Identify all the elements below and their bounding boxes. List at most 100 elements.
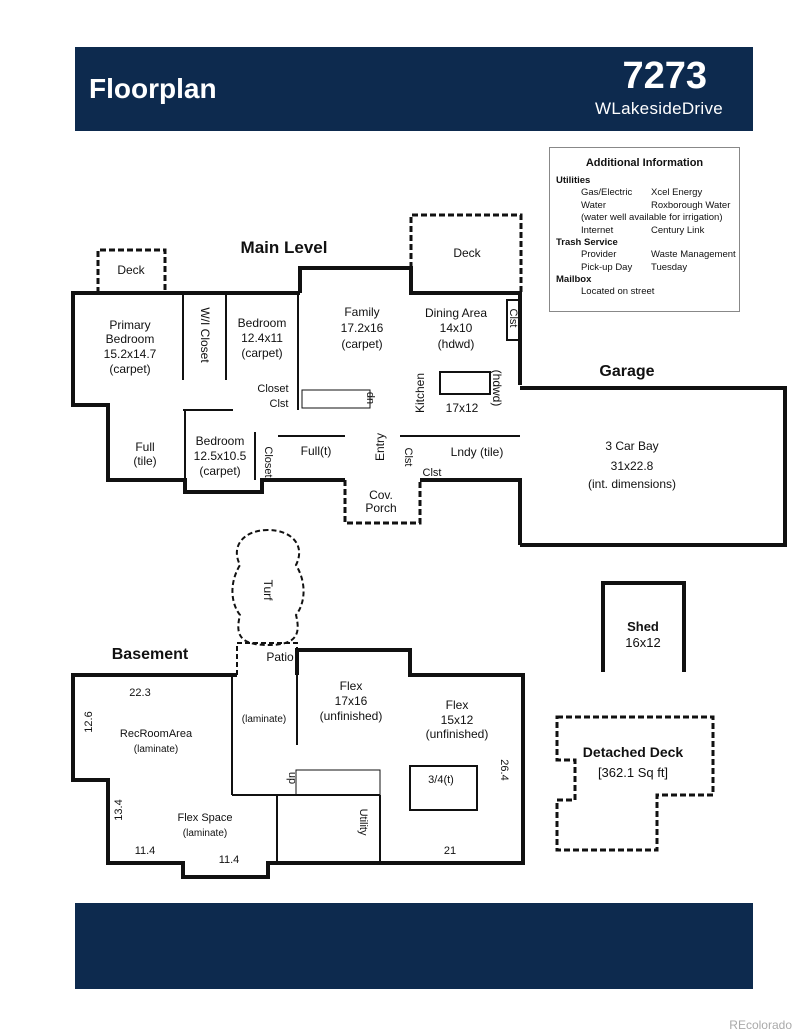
full-bath-label: Full bbox=[135, 440, 154, 454]
header-band: Floorplan 7273 WLakesideDrive bbox=[75, 47, 753, 131]
house-number: 7273 bbox=[622, 55, 707, 97]
full-bath2-label: Full(t) bbox=[301, 444, 332, 458]
mailbox-label: Mailbox bbox=[556, 274, 592, 285]
additional-info-box: Additional Information Utilities Gas/Ele… bbox=[549, 147, 740, 312]
dining-closet-label: Clst bbox=[507, 309, 519, 328]
utilities-label: Utilities bbox=[556, 175, 591, 186]
room-label: Primary bbox=[109, 318, 150, 332]
main-level-heading: Main Level bbox=[241, 238, 328, 257]
info-row: Internet Century Link bbox=[550, 225, 739, 238]
closet-label: Closet bbox=[262, 446, 274, 477]
main-level-walls bbox=[71, 266, 522, 545]
porch-label: Porch bbox=[365, 501, 396, 515]
garage-walls bbox=[520, 386, 787, 672]
info-value: Century Link bbox=[651, 224, 705, 236]
dining-label: Dining Area bbox=[425, 306, 487, 320]
hall-floor-label: (laminate) bbox=[242, 714, 286, 725]
patio-outline bbox=[236, 642, 298, 675]
dimension-label: 26.4 bbox=[498, 759, 510, 780]
basement-heading: Basement bbox=[112, 646, 189, 663]
footer-band bbox=[75, 903, 753, 989]
flex1-floor: (unfinished) bbox=[320, 709, 383, 723]
info-key: Water bbox=[581, 199, 606, 211]
primary-bedroom-label: Primary Bedroom 15.2x14.7 (carpet) bbox=[104, 318, 157, 376]
deck-left-label: Deck bbox=[117, 263, 145, 277]
flex1-size: 17x16 bbox=[335, 694, 368, 708]
trash-label: Trash Service bbox=[556, 237, 618, 248]
shed-heading: Shed bbox=[627, 619, 659, 634]
closet-label: Clst bbox=[423, 467, 442, 479]
info-note: (water well available for irrigation) bbox=[581, 212, 723, 223]
info-value: Tuesday bbox=[651, 261, 688, 273]
full-bath-floor: (tile) bbox=[133, 454, 156, 468]
recroom-floor: (laminate) bbox=[134, 744, 178, 755]
garage-heading: Garage bbox=[599, 363, 654, 380]
shed-size: 16x12 bbox=[625, 635, 660, 650]
flex2-label: Flex bbox=[446, 698, 469, 712]
flex2-floor: (unfinished) bbox=[426, 727, 489, 741]
info-row: Provider Waste Management bbox=[550, 249, 739, 262]
info-row: Gas/Electric Xcel Energy bbox=[550, 187, 739, 200]
watermark: REcolorado bbox=[729, 1018, 792, 1032]
dimension-label: 21 bbox=[444, 845, 456, 857]
room-floor: (carpet) bbox=[109, 362, 150, 376]
dimension-label: 11.4 bbox=[219, 854, 240, 866]
bedroom2-label: Bedroom bbox=[238, 316, 287, 330]
closet-label: Closet bbox=[257, 383, 288, 395]
bedroom2-size: 12.4x11 bbox=[241, 331, 283, 345]
kitchen-label: Kitchen bbox=[413, 373, 427, 413]
dimension-label: 22.3 bbox=[129, 687, 150, 699]
wi-closet-label: W/I Closet bbox=[198, 307, 212, 363]
page-title: Floorplan bbox=[89, 73, 217, 104]
info-row: Water Roxborough Water bbox=[550, 200, 739, 213]
kitchen-size: 17x12 bbox=[446, 401, 479, 415]
deck-right-label: Deck bbox=[453, 246, 481, 260]
family-floor: (carpet) bbox=[341, 337, 382, 351]
dimension-label: 11.4 bbox=[135, 845, 156, 857]
garage-note: (int. dimensions) bbox=[588, 477, 676, 491]
stairs-up-label: up bbox=[286, 772, 298, 784]
laundry-label: Lndy (tile) bbox=[451, 445, 504, 459]
garage-label: 3 Car Bay bbox=[605, 439, 658, 453]
info-row: Pick-up Day Tuesday bbox=[550, 262, 739, 275]
turf-label: Turf bbox=[261, 580, 275, 602]
detached-deck-heading: Detached Deck bbox=[583, 744, 684, 760]
info-key: Gas/Electric bbox=[581, 187, 633, 198]
kitchen-floor: (hdwd) bbox=[490, 370, 504, 407]
info-value: Roxborough Water bbox=[651, 199, 731, 211]
detached-deck-size: [362.1 Sq ft] bbox=[598, 765, 668, 780]
porch-label: Cov. bbox=[369, 488, 393, 502]
dimension-label: 13.4 bbox=[113, 799, 125, 820]
family-size: 17.2x16 bbox=[341, 321, 384, 335]
room-label: Bedroom bbox=[106, 332, 155, 346]
decks-dashed bbox=[96, 213, 715, 852]
garage-size: 31x22.8 bbox=[611, 459, 654, 473]
room-size: 15.2x14.7 bbox=[104, 347, 157, 361]
bedroom3-label: Bedroom bbox=[196, 434, 245, 448]
flex-space-label: Flex Space bbox=[177, 812, 232, 824]
info-key: Provider bbox=[581, 249, 617, 260]
utility-label: Utility bbox=[357, 809, 369, 836]
flex1-label: Flex bbox=[340, 679, 363, 693]
info-key: Pick-up Day bbox=[581, 261, 633, 273]
recroom-label: RecRoomArea bbox=[120, 728, 193, 740]
family-label: Family bbox=[344, 305, 379, 319]
bath-label: 3/4(t) bbox=[428, 774, 454, 786]
dining-floor: (hdwd) bbox=[438, 337, 475, 351]
info-value: Waste Management bbox=[651, 249, 736, 260]
basement-walls bbox=[71, 648, 525, 879]
flex-space-floor: (laminate) bbox=[183, 828, 227, 839]
info-value: Xcel Energy bbox=[651, 187, 703, 198]
stairs-down-label: dn bbox=[364, 392, 376, 404]
patio-label: Patio bbox=[266, 650, 294, 664]
dining-size: 14x10 bbox=[440, 321, 473, 335]
bedroom3-size: 12.5x10.5 bbox=[194, 449, 247, 463]
entry-label: Entry bbox=[373, 433, 387, 461]
bedroom2-floor: (carpet) bbox=[241, 346, 282, 360]
dimension-label: 12.6 bbox=[83, 711, 95, 732]
flex2-size: 15x12 bbox=[441, 713, 474, 727]
turf-outline bbox=[231, 528, 305, 647]
closet-label: Clst bbox=[270, 398, 289, 410]
info-key: Internet bbox=[581, 224, 614, 236]
